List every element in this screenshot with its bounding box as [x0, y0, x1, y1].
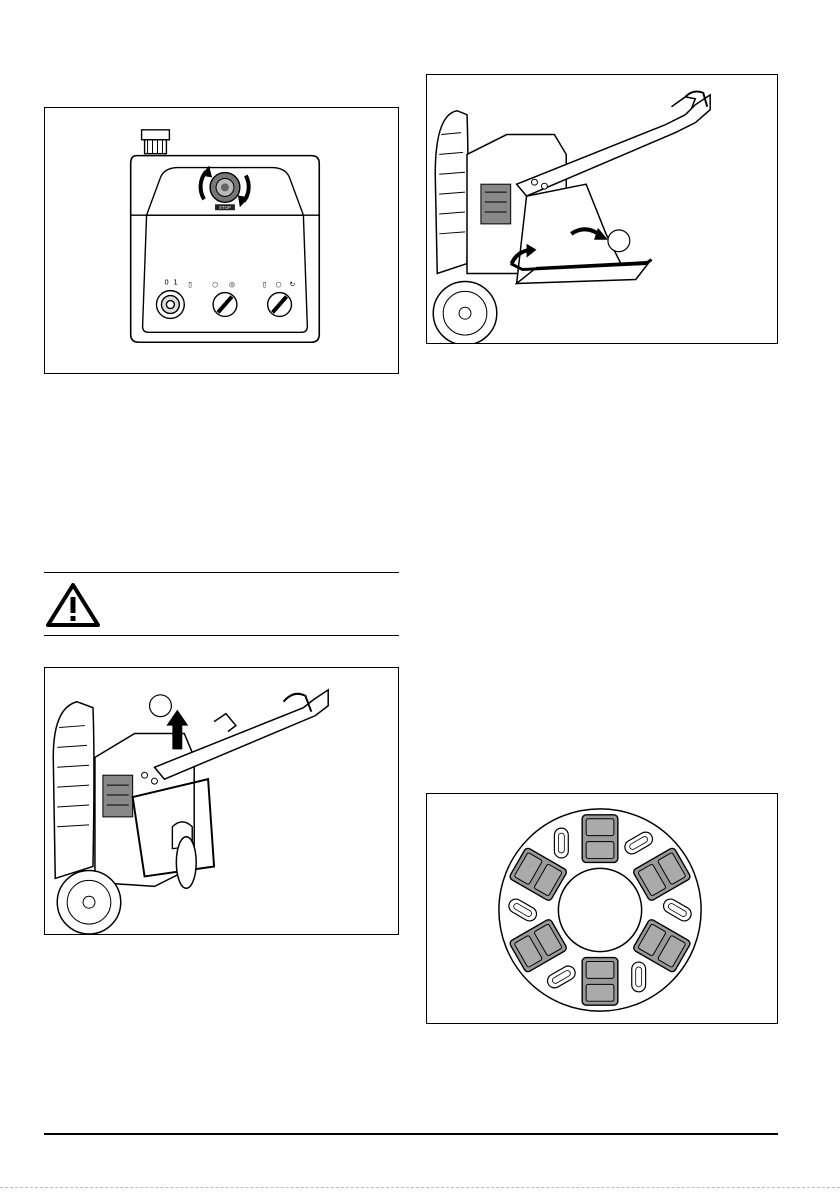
page-edge [0, 1187, 840, 1188]
svg-text:◎: ◎ [229, 281, 235, 289]
mounting-slot [554, 828, 568, 858]
figure-handle-fold [426, 74, 778, 344]
footer-rule [44, 1133, 778, 1135]
svg-text:○: ○ [212, 281, 218, 289]
handle-lift-illustration [45, 668, 398, 934]
warning-triangle-icon [46, 583, 100, 627]
svg-text:○: ○ [276, 281, 282, 289]
svg-text:▯: ▯ [188, 281, 192, 289]
stop-label: STOP [219, 205, 231, 210]
figure-tool-plate [426, 793, 778, 1024]
svg-text:1: 1 [173, 279, 177, 287]
tool-plate-illustration [427, 794, 777, 1023]
svg-text:0: 0 [164, 279, 168, 287]
grinding-pad [582, 958, 618, 1006]
figure-handle-lift [44, 667, 399, 935]
warning-block [44, 572, 399, 636]
grinding-pad [582, 815, 618, 863]
handle-fold-illustration [427, 75, 777, 343]
svg-text:↻: ↻ [289, 281, 295, 289]
svg-text:▯: ▯ [263, 281, 267, 289]
mounting-slot [632, 962, 646, 992]
